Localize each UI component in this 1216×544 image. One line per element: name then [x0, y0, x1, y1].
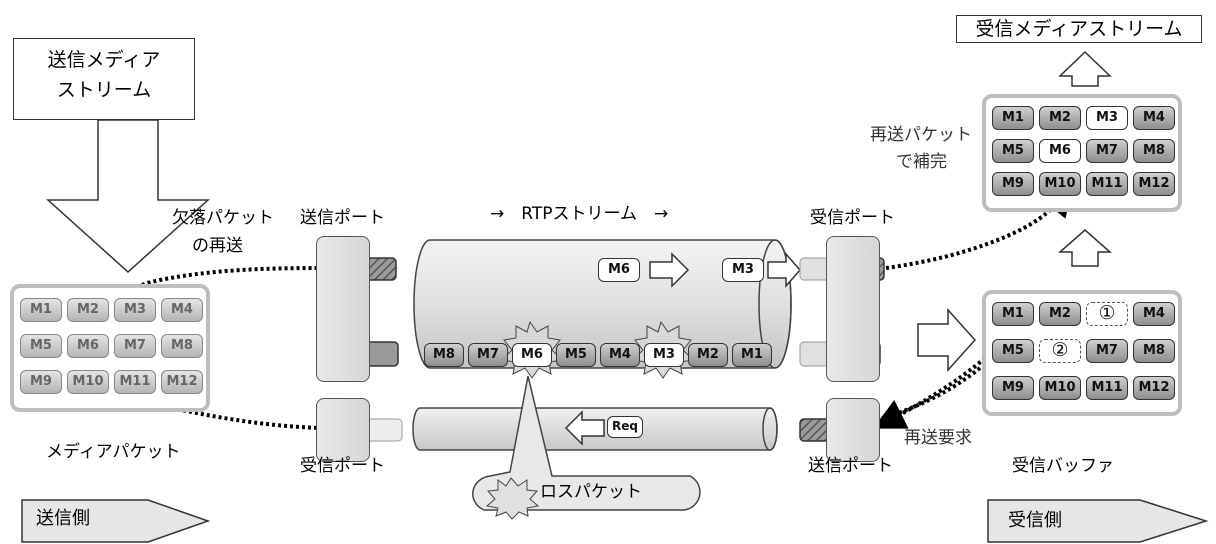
rtp-packet-m3: M3: [644, 343, 684, 367]
resend-complement-line2: で補完: [896, 152, 947, 172]
buffer-packet-12: M12: [1133, 376, 1175, 400]
send-media-stream-line2: ストリーム: [14, 75, 194, 105]
rtp-packet-m8: M8: [424, 343, 464, 367]
output-packet-2: M2: [1039, 106, 1081, 130]
sender-packet-9: M9: [20, 370, 62, 394]
send-port-bottom: [826, 398, 880, 462]
output-packet-10: M10: [1039, 172, 1081, 196]
sender-packet-12: M12: [161, 370, 203, 394]
buffer-packet-7: M7: [1086, 339, 1128, 363]
send-media-stream-box: 送信メディア ストリーム: [13, 38, 195, 120]
lost-packet-resend-line1: 欠落パケット: [172, 208, 274, 228]
rtp-packet-m6: M6: [512, 343, 552, 367]
recv-buffer-label: 受信バッファ: [1012, 456, 1114, 476]
recv-port-bottom-label: 受信ポート: [300, 456, 385, 476]
output-packet-7: M7: [1086, 139, 1128, 163]
recv-port-top-label: 受信ポート: [810, 208, 895, 228]
resend-request-label: 再送要求: [904, 428, 972, 448]
buffer-packet-9: M9: [992, 376, 1034, 400]
buffer-packet-10: M10: [1039, 376, 1081, 400]
buffer-up-arrow: [1060, 230, 1110, 266]
recv-media-stream-label: 受信メディアストリーム: [975, 18, 1182, 40]
recv-port-bottom: [316, 398, 370, 462]
into-buffer-arrow: [918, 310, 975, 370]
output-packet-12: M12: [1133, 172, 1175, 196]
rtp-packet-m4: M4: [600, 343, 640, 367]
output-packet-1: M1: [992, 106, 1034, 130]
send-port-top: [316, 236, 370, 382]
rtp-stream-label: → RTPストリーム →: [490, 204, 668, 224]
output-packet-3: M3: [1086, 106, 1128, 130]
sender-packet-5: M5: [20, 334, 62, 358]
buffer-packet-3: ①: [1086, 302, 1128, 326]
output-up-arrow: [1060, 52, 1110, 86]
buffer-packet-2: M2: [1039, 302, 1081, 326]
buffer-packet-4: M4: [1133, 302, 1175, 326]
sender-packet-3: M3: [114, 298, 156, 322]
sender-packet-6: M6: [67, 334, 109, 358]
buffer-packet-1: M1: [992, 302, 1034, 326]
sender-packet-8: M8: [161, 334, 203, 358]
output-packet-6: M6: [1039, 139, 1081, 163]
send-media-stream-line1: 送信メディア: [14, 45, 194, 75]
output-packet-11: M11: [1086, 172, 1128, 196]
output-packet-4: M4: [1133, 106, 1175, 130]
rtp-packet-m1: M1: [732, 343, 772, 367]
output-packet-9: M9: [992, 172, 1034, 196]
buffer-packet-8: M8: [1133, 339, 1175, 363]
rtp-packet-m5: M5: [556, 343, 596, 367]
loss-packet-label: ロスパケット: [540, 482, 642, 502]
output-packet-8: M8: [1133, 139, 1175, 163]
sender-side-label: 送信側: [36, 508, 90, 530]
resend-complement-line1: 再送パケット: [870, 125, 972, 145]
buffer-packet-6: ②: [1039, 339, 1081, 363]
recv-port-top: [826, 236, 880, 382]
rtp-packet-m7: M7: [468, 343, 508, 367]
recv-media-stream-box: 受信メディアストリーム: [956, 15, 1202, 43]
output-packet-5: M5: [992, 139, 1034, 163]
sender-packet-11: M11: [114, 370, 156, 394]
sender-packet-4: M4: [161, 298, 203, 322]
request-packet: Req: [607, 416, 643, 438]
media-packet-label: メディアパケット: [46, 442, 180, 462]
buffer-packet-5: M5: [992, 339, 1034, 363]
sender-packet-10: M10: [67, 370, 109, 394]
sender-packet-7: M7: [114, 334, 156, 358]
resent-packet-m6: M6: [598, 258, 640, 282]
lost-packet-resend-line2: の再送: [192, 236, 243, 256]
buffer-packet-11: M11: [1086, 376, 1128, 400]
send-stream-down-arrow: [48, 120, 208, 272]
sender-packet-1: M1: [20, 298, 62, 322]
receiver-side-label: 受信側: [1008, 510, 1062, 532]
send-port-bottom-label: 送信ポート: [808, 456, 893, 476]
resent-packet-m3: M3: [722, 258, 764, 282]
sender-packet-2: M2: [67, 298, 109, 322]
rtp-packet-m2: M2: [688, 343, 728, 367]
send-port-top-label: 送信ポート: [300, 208, 385, 228]
